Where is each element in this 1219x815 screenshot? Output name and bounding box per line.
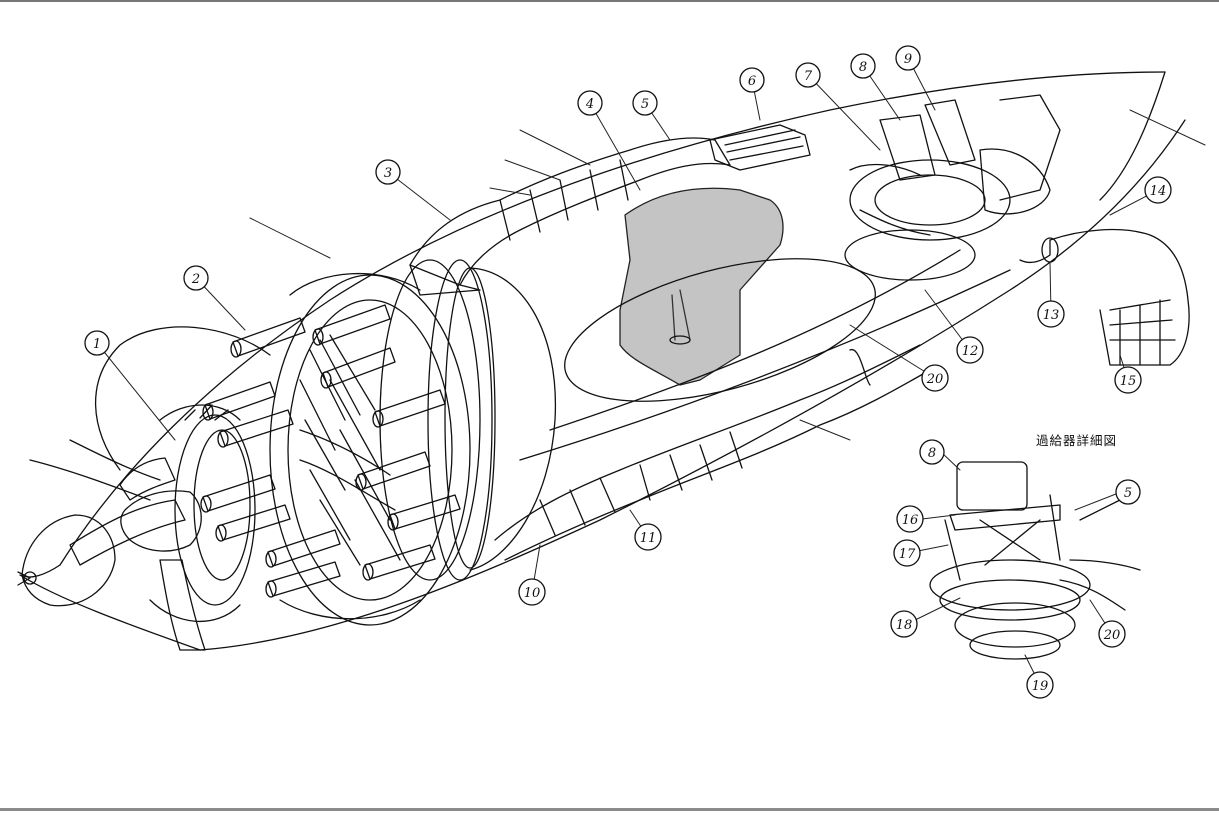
- callout-1: 1: [84, 330, 110, 356]
- svg-text:19: 19: [1032, 679, 1049, 694]
- svg-text:18: 18: [896, 618, 913, 633]
- inset-callout-18: 18: [890, 610, 918, 638]
- svg-text:12: 12: [962, 344, 979, 359]
- bottom-border: [0, 808, 1219, 811]
- callout-14: 14: [1144, 176, 1172, 204]
- callout-13: 13: [1037, 300, 1065, 328]
- svg-text:4: 4: [585, 97, 594, 112]
- svg-text:6: 6: [748, 74, 756, 89]
- callout-9: 9: [895, 45, 921, 71]
- callout-10: 10: [518, 578, 546, 606]
- exhaust-outlet: [1019, 228, 1190, 366]
- svg-text:17: 17: [899, 547, 916, 562]
- callout-3: 3: [375, 159, 401, 185]
- callouts-inset: 8 16 17 18 5 20 19: [890, 439, 1141, 699]
- exhaust-stacks: [200, 304, 461, 598]
- svg-text:9: 9: [904, 52, 912, 67]
- callout-20-main: 20: [921, 364, 949, 392]
- inset-callout-5: 5: [1115, 479, 1141, 505]
- turbo-detail-inset: [929, 461, 1141, 660]
- callout-2: 2: [183, 265, 209, 291]
- svg-text:20: 20: [1103, 628, 1121, 643]
- svg-text:1: 1: [93, 337, 101, 352]
- svg-text:7: 7: [804, 69, 813, 84]
- svg-text:14: 14: [1150, 184, 1167, 199]
- svg-text:3: 3: [384, 166, 392, 181]
- inset-callout-19: 19: [1026, 671, 1054, 699]
- svg-text:10: 10: [524, 586, 541, 601]
- callouts-main: 1 2 3 4 5 6 7 8 9 10 11 12 13 14 15 20: [84, 45, 1172, 606]
- turbocharger: [844, 94, 1061, 281]
- callout-11: 11: [634, 523, 662, 551]
- oil-cooler: [709, 124, 811, 171]
- fuselage-internals: [519, 249, 1011, 461]
- inset-callout-20: 20: [1098, 620, 1126, 648]
- svg-text:11: 11: [640, 531, 657, 546]
- fuel-tank: [619, 187, 784, 386]
- callout-12: 12: [956, 336, 984, 364]
- inset-callout-16: 16: [896, 505, 924, 533]
- turbo-exhaust-duct: [494, 344, 931, 561]
- callout-6: 6: [739, 67, 765, 93]
- svg-text:15: 15: [1120, 374, 1137, 389]
- callout-15: 15: [1114, 366, 1142, 394]
- propeller: [29, 439, 206, 651]
- callout-7: 7: [795, 62, 821, 88]
- svg-text:8: 8: [859, 60, 867, 75]
- intake-duct: [409, 137, 731, 296]
- firewall-ring: [427, 259, 557, 581]
- svg-text:20: 20: [926, 372, 944, 387]
- reduction-gear-case: [149, 404, 256, 623]
- inset-callout-17: 17: [893, 539, 921, 567]
- svg-text:5: 5: [1124, 486, 1132, 501]
- top-border: [0, 0, 1219, 2]
- svg-text:8: 8: [928, 446, 936, 461]
- svg-text:13: 13: [1043, 308, 1060, 323]
- inset-title: 過給器詳細図: [1036, 433, 1118, 448]
- inset-callout-8: 8: [919, 439, 945, 465]
- svg-text:5: 5: [641, 97, 649, 112]
- inset-leader-lines: [906, 451, 1122, 684]
- callout-5: 5: [632, 90, 658, 116]
- callout-4: 4: [577, 90, 603, 116]
- callout-8: 8: [850, 53, 876, 79]
- svg-text:2: 2: [191, 272, 200, 287]
- svg-text:16: 16: [902, 513, 919, 528]
